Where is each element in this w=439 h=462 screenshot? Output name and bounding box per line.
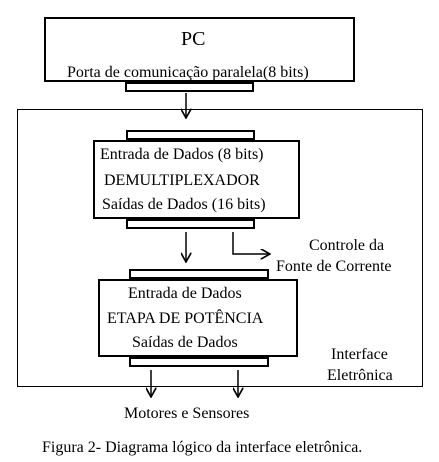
power-stage-box (98, 279, 298, 357)
demux-output-label: Saídas de Dados (16 bits) (102, 196, 266, 213)
pc-title: PC (181, 28, 206, 50)
demux-box (93, 140, 300, 219)
arrow-demux-to-control (232, 232, 270, 254)
power-input-label: Entrada de Dados (128, 285, 242, 302)
demux-output-connector (126, 219, 255, 229)
power-name: ETAPA DE POTÊNCIA (107, 310, 264, 327)
pc-port-label: Porta de comunicação paralela(8 bits) (67, 64, 309, 81)
control-label-line2: Fonte de Corrente (276, 258, 392, 275)
demux-name: DEMULTIPLEXADOR (104, 172, 260, 189)
interface-frame (17, 109, 423, 387)
figure-caption: Figura 2- Diagrama lógico da interface e… (42, 439, 363, 456)
power-output-connector (129, 357, 269, 367)
interface-label-line2: Eletrônica (327, 367, 393, 384)
demux-input-connector (126, 130, 255, 140)
motors-sensors-label: Motores e Sensores (124, 405, 250, 422)
power-output-label: Saídas de Dados (132, 334, 238, 351)
demux-input-label: Entrada de Dados (8 bits) (100, 146, 264, 163)
interface-label-line1: Interface (331, 346, 388, 363)
control-label-line1: Controle da (309, 237, 385, 254)
pc-port-connector (125, 82, 254, 92)
power-input-connector (129, 269, 269, 279)
pc-box (44, 17, 355, 82)
